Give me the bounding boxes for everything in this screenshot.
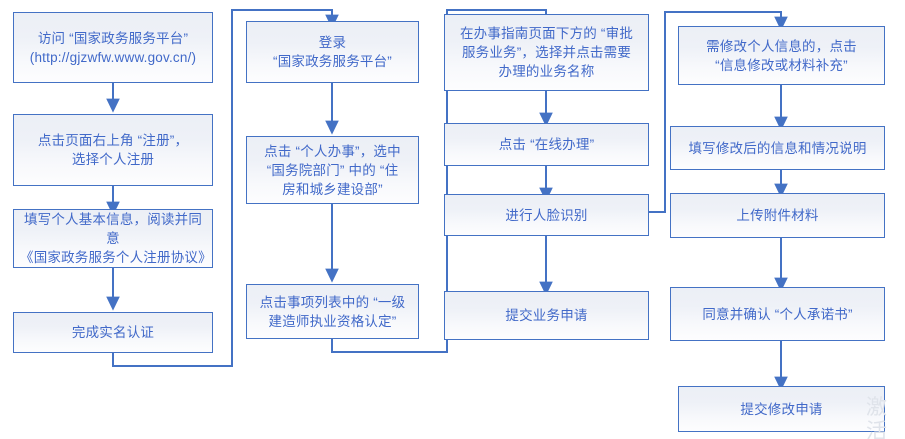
node-fill-modified-info[interactable]: 填写修改后的信息和情况说明 [670, 126, 885, 170]
node-need-modify[interactable]: 需修改个人信息的，点击 “信息修改或材料补充” [678, 26, 885, 85]
node-click-online[interactable]: 点击 “在线办理” [444, 123, 649, 166]
node-face-recognition[interactable]: 进行人脸识别 [444, 194, 649, 236]
node-click-register[interactable]: 点击页面右上角 “注册”， 选择个人注册 [13, 114, 213, 186]
node-login-platform[interactable]: 登录 “国家政务服务平台” [246, 21, 419, 83]
watermark-text: 激活 转到 [866, 396, 887, 439]
node-visit-platform[interactable]: 访问 “国家政务服务平台” (http://gjzwfw.www.gov.cn/… [13, 12, 213, 83]
node-click-item-list[interactable]: 点击事项列表中的 “一级 建造师执业资格认定” [246, 284, 419, 339]
node-upload-attachment[interactable]: 上传附件材料 [670, 193, 885, 238]
node-fill-basic-info[interactable]: 填写个人基本信息，阅读并同意 《国家政务服务个人注册协议》 [13, 209, 213, 268]
node-submit-business[interactable]: 提交业务申请 [444, 291, 649, 340]
node-select-business[interactable]: 在办事指南页面下方的 “审批 服务业务”，选择并点击需要 办理的业务名称 [444, 14, 649, 91]
node-complete-realname[interactable]: 完成实名认证 [13, 312, 213, 353]
node-submit-modify[interactable]: 提交修改申请 [678, 386, 885, 432]
node-confirm-commitment[interactable]: 同意并确认 “个人承诺书” [670, 287, 885, 341]
node-click-personal-affairs[interactable]: 点击 “个人办事”，选中 “国务院部门” 中的 “住 房和城乡建设部” [246, 136, 419, 204]
